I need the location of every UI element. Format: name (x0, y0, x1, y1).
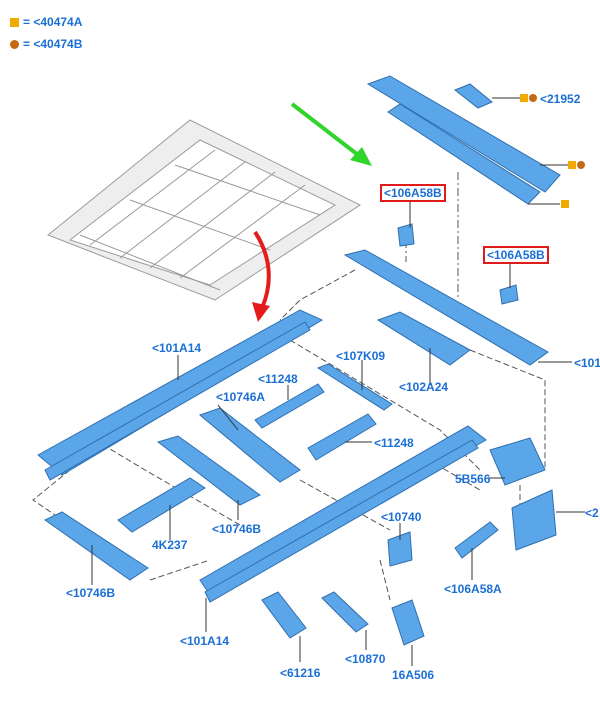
label-107k09[interactable]: <107K09 (336, 349, 386, 363)
crossmember-11248-a (254, 383, 325, 429)
rail-right-lower (204, 439, 479, 603)
part-10746b-low (44, 511, 149, 581)
rear-crossmember (343, 249, 549, 366)
circle-marker (529, 94, 537, 102)
label-102a24[interactable]: <102A24 (399, 380, 449, 394)
part-right-edge (511, 489, 557, 551)
part-5b566 (489, 437, 546, 486)
circle-swatch-icon (10, 40, 19, 49)
legend-text: = <40474A (23, 15, 83, 29)
square-swatch-icon (10, 18, 19, 27)
fastener-markers (520, 94, 585, 208)
legend-text: = <40474B (23, 37, 83, 51)
part-10740 (387, 531, 413, 567)
top-crossmember-lower (387, 103, 541, 205)
frame-overview-illustration (47, 119, 362, 301)
label-10870[interactable]: <10870 (345, 652, 386, 666)
crossmember-11248-b (307, 413, 377, 461)
green-arrow (290, 102, 372, 166)
label-16a506[interactable]: 16A506 (392, 668, 435, 682)
part-61216 (261, 591, 307, 639)
label-106a58a[interactable]: <106A58A (444, 582, 502, 596)
crossmember-10746b (156, 435, 261, 506)
top-crossmember (366, 75, 561, 193)
label-right-edge[interactable]: <2 (585, 506, 599, 520)
part-16a506 (391, 599, 425, 646)
rail-left-lower (44, 321, 311, 481)
square-marker (561, 200, 569, 208)
label-106a58b-right[interactable]: <106A58B (483, 246, 549, 264)
crossmember-107k09 (316, 363, 393, 411)
label-11248-b[interactable]: <11248 (374, 436, 414, 450)
label-21952[interactable]: <21952 (540, 92, 581, 106)
square-marker (568, 161, 576, 169)
square-marker (520, 94, 528, 102)
part-10870 (321, 591, 369, 633)
legend-item-40474b: = <40474B (10, 37, 82, 51)
label-101a14-top[interactable]: <101A14 (152, 341, 202, 355)
bracket-106a58b-left (397, 223, 415, 247)
crossmember-10746a (199, 407, 301, 483)
label-10746a[interactable]: <10746A (216, 390, 266, 404)
label-101-right[interactable]: <101 (574, 356, 600, 370)
top-bracket (454, 83, 493, 109)
label-4k237[interactable]: 4K237 (152, 538, 188, 552)
label-11248-a[interactable]: <11248 (258, 372, 298, 386)
circle-marker (577, 161, 585, 169)
label-106a58b-top[interactable]: <106A58B (380, 184, 446, 202)
bracket-106a58b-right (499, 284, 519, 305)
label-10746b-low[interactable]: <10746B (66, 586, 116, 600)
blue-parts (37, 75, 561, 646)
label-101a14-low[interactable]: <101A14 (180, 634, 230, 648)
red-arrow (252, 230, 271, 322)
label-5b566[interactable]: 5B566 (455, 472, 491, 486)
legend-item-40474a: = <40474A (10, 15, 82, 29)
part-4k237 (117, 477, 206, 533)
label-61216[interactable]: <61216 (280, 666, 321, 680)
leader-lines (91, 97, 585, 666)
part-106a58a (454, 521, 499, 559)
label-10740[interactable]: <10740 (381, 510, 422, 524)
label-10746b[interactable]: <10746B (212, 522, 262, 536)
part-102a24 (376, 311, 471, 366)
